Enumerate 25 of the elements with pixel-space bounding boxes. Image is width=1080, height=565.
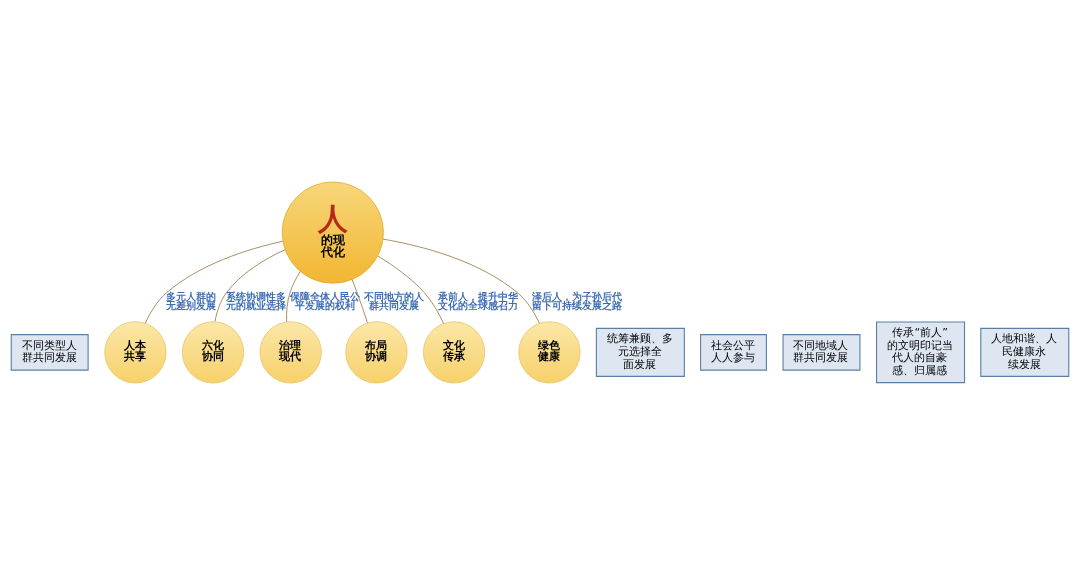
- node-box: 统筹兼顾、多元选择全面发展: [595, 327, 685, 377]
- connector: [382, 238, 540, 324]
- node-circle: 六化协同: [182, 321, 245, 384]
- connector: [144, 240, 284, 324]
- edge-label: 不同地方的人群共同发展: [363, 290, 424, 312]
- node-box: 不同类型人群共同发展: [10, 334, 89, 371]
- connector: [377, 255, 444, 324]
- edge-label: 承前人，提升中华文化的全球感召力: [437, 290, 518, 312]
- node-box: 不同地域人群共同发展: [782, 334, 861, 371]
- edge-label: 多元人群的无差别发展: [166, 290, 217, 312]
- connector: [214, 249, 286, 322]
- edge-label: 泽后人，为子孙后代留下可持续发展之路: [532, 290, 623, 312]
- node-circle: 布局协调: [345, 321, 408, 384]
- node-circle: 人本共享: [104, 321, 167, 384]
- connector: [286, 271, 301, 323]
- node-circle: 治理现代: [259, 321, 322, 384]
- node-circle: 绿色健康: [518, 321, 581, 384]
- node-circle: 人 的现代化: [281, 181, 384, 284]
- node-box: 社会公平人人参与: [700, 334, 767, 371]
- node-box: 人地和谐、人民健康永续发展: [980, 327, 1070, 377]
- edge-label: 保障全体人民公平发展的权利: [289, 290, 360, 312]
- edge-label: 系统协调性多元的就业选择: [226, 290, 287, 312]
- node-circle: 文化传承: [423, 321, 486, 384]
- connector: [351, 279, 368, 324]
- node-box: 传承“前人”的文明印记当代人的自豪感、归属感: [876, 321, 966, 384]
